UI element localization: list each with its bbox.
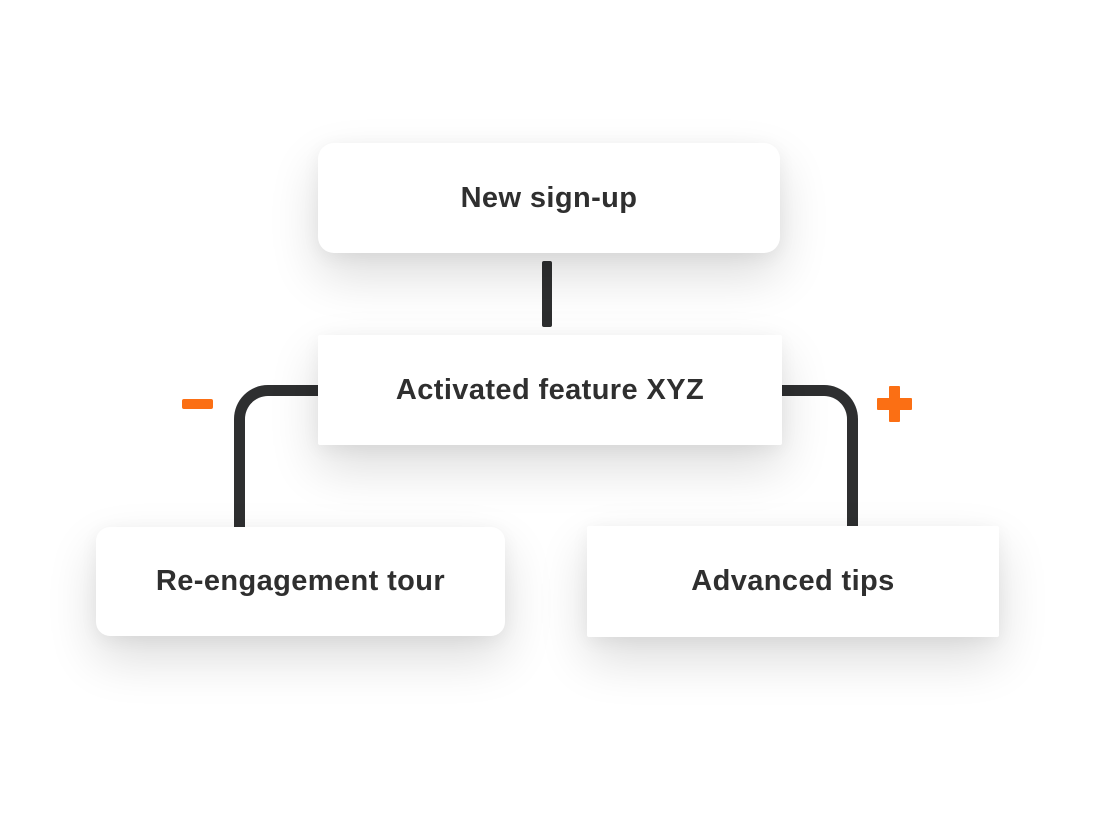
node-re-engagement-tour-label: Re-engagement tour	[155, 565, 446, 597]
node-new-signup-label: New sign-up	[460, 181, 638, 214]
connector-activated-to-reengagement	[234, 385, 318, 527]
connector-newsignup-to-activated	[542, 261, 552, 327]
node-activated-feature-label: Activated feature XYZ	[395, 373, 705, 406]
node-advanced-tips-label: Advanced tips	[691, 565, 895, 597]
plus-icon	[877, 386, 912, 422]
connector-activated-to-advancedtips	[782, 385, 858, 526]
node-new-signup: New sign-up	[318, 143, 780, 253]
plus-icon-vertical-bar	[889, 386, 900, 422]
minus-icon	[182, 399, 213, 409]
node-activated-feature: Activated feature XYZ	[318, 335, 782, 445]
node-re-engagement-tour: Re-engagement tour	[96, 527, 505, 636]
node-advanced-tips: Advanced tips	[587, 526, 999, 637]
